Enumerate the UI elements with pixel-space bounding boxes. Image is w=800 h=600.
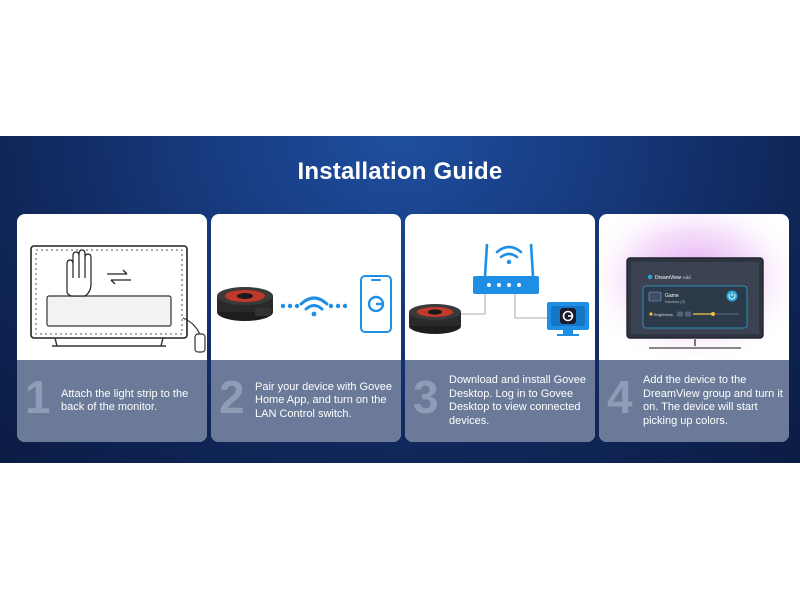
add-button[interactable]: + Add	[679, 275, 691, 280]
phone-icon	[360, 275, 392, 333]
govee-logo-icon	[560, 308, 576, 324]
page-title: Installation Guide	[297, 158, 503, 185]
step-1-caption: 1 Attach the light strip to the back of …	[17, 360, 207, 442]
step-2-caption: 2 Pair your device with Govee Home App, …	[211, 360, 401, 442]
brightness-label: Brightness	[654, 312, 673, 317]
monitor-icon	[547, 302, 589, 336]
step-4-text: Add the device to the DreamView group an…	[643, 374, 783, 427]
step-card-4: DreamView + Add Game Devices (2) Brightn…	[599, 214, 789, 442]
monitor-icon	[30, 245, 206, 353]
step-3-number: 3	[413, 371, 439, 423]
step-3-text: Download and install Govee Desktop. Log …	[449, 374, 586, 427]
step-1-number: 1	[25, 371, 51, 423]
step-2-number: 2	[219, 371, 245, 423]
devices-count: Devices (2)	[665, 299, 686, 304]
step-1-illustration	[17, 214, 207, 360]
led-strip-reel-icon	[217, 287, 273, 321]
step-2-text: Pair your device with Govee Home App, an…	[255, 380, 392, 420]
router-icon	[473, 243, 539, 294]
govee-logo-icon	[367, 295, 385, 313]
step-4-illustration: DreamView + Add Game Devices (2) Brightn…	[599, 214, 789, 360]
step-card-2: 2 Pair your device with Govee Home App, …	[211, 214, 401, 442]
swap-arrows-icon	[107, 269, 131, 285]
step-2-illustration	[211, 214, 401, 360]
dreamview-app-window: DreamView + Add Game Devices (2) Brightn…	[642, 274, 748, 329]
app-name: DreamView	[655, 275, 681, 281]
step-3-illustration	[405, 214, 595, 360]
step-4-number: 4	[607, 371, 633, 423]
group-name: Game	[665, 293, 679, 299]
step-card-1: 1 Attach the light strip to the back of …	[17, 214, 207, 442]
hand-icon	[66, 249, 92, 297]
led-strip-reel-icon	[409, 304, 461, 334]
wifi-icon	[495, 245, 523, 265]
wifi-icon	[299, 296, 329, 317]
step-1-text: Attach the light strip to the back of th…	[61, 387, 189, 414]
step-card-3: 3 Download and install Govee Desktop. Lo…	[405, 214, 595, 442]
step-4-caption: 4 Add the device to the DreamView group …	[599, 360, 789, 442]
step-3-caption: 3 Download and install Govee Desktop. Lo…	[405, 360, 595, 442]
